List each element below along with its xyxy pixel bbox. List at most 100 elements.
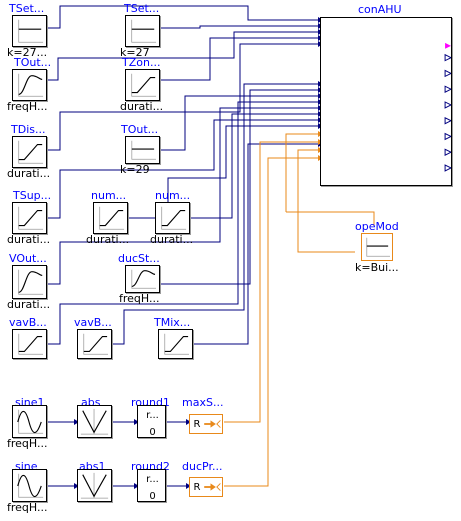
source-block-tdis[interactable] bbox=[12, 136, 47, 168]
block-parameter: durati... bbox=[7, 167, 51, 180]
source-block-vav1[interactable] bbox=[12, 329, 47, 359]
abs1-block[interactable] bbox=[77, 469, 112, 502]
constant-icon bbox=[18, 19, 44, 43]
converter-glyph: R bbox=[193, 482, 201, 493]
wire-ducpr-int bbox=[224, 157, 318, 487]
wire-vav2 bbox=[112, 83, 318, 345]
round2-block[interactable]: r... 0 bbox=[137, 469, 166, 502]
maxs-converter-block[interactable]: R bbox=[189, 414, 223, 434]
wire-orange-opemod-top bbox=[286, 211, 375, 226]
block-name: TSet... bbox=[124, 2, 160, 15]
round-body-text: r... bbox=[146, 474, 159, 485]
source-block-ducst[interactable] bbox=[125, 265, 160, 293]
block-parameter: freqH... bbox=[7, 100, 48, 113]
ramp-icon bbox=[161, 206, 187, 230]
sine1-block[interactable] bbox=[12, 405, 47, 438]
wire-maxs-int bbox=[224, 141, 318, 423]
block-parameter: freqH... bbox=[119, 292, 160, 305]
round1-block[interactable]: r... 0 bbox=[137, 405, 166, 438]
wire-tsup bbox=[47, 119, 318, 219]
wire-num2 bbox=[190, 113, 318, 219]
sine-wave-icon bbox=[17, 473, 44, 498]
controller-ports bbox=[444, 42, 451, 172]
block-name: TDis... bbox=[11, 123, 46, 136]
block-name: ducSt... bbox=[118, 252, 160, 265]
ramp-icon bbox=[18, 206, 44, 230]
source-block-tsup[interactable] bbox=[12, 202, 47, 234]
source-block-tmix[interactable] bbox=[158, 329, 193, 359]
sine-curve-icon bbox=[18, 73, 44, 97]
round-value-text: 0 bbox=[149, 427, 156, 438]
integer-constant-icon bbox=[366, 237, 390, 257]
sine-block[interactable] bbox=[12, 469, 47, 502]
block-name: num... bbox=[91, 189, 127, 202]
wire-tmix bbox=[193, 143, 318, 345]
ducpr-converter-block[interactable]: R bbox=[189, 477, 223, 497]
block-parameter: durati... bbox=[150, 233, 194, 246]
block-parameter: k=Bui... bbox=[355, 261, 399, 274]
wire-ducst bbox=[160, 89, 318, 285]
convert-arrow-icon bbox=[204, 483, 221, 491]
ramp-icon bbox=[99, 206, 125, 230]
wire-tout1 bbox=[47, 31, 318, 81]
wire-opemod bbox=[297, 149, 355, 253]
source-block-vav2[interactable] bbox=[77, 329, 112, 359]
ramp-icon bbox=[131, 73, 157, 97]
block-name: TMix... bbox=[154, 316, 191, 329]
source-block-num2[interactable] bbox=[155, 202, 190, 234]
block-name: TOut... bbox=[121, 123, 159, 136]
block-name: TSup... bbox=[13, 189, 52, 202]
block-parameter: k=27... bbox=[7, 46, 48, 59]
wire-vav1 bbox=[47, 101, 318, 345]
bool-output-port bbox=[445, 42, 451, 49]
source-block-vout[interactable] bbox=[12, 265, 47, 299]
abs-block[interactable] bbox=[77, 405, 112, 438]
sine-curve-icon bbox=[18, 269, 44, 295]
wire-zon bbox=[160, 37, 318, 81]
abs-icon bbox=[80, 408, 109, 435]
wire-tdis bbox=[47, 43, 318, 151]
wire-vout bbox=[47, 107, 318, 285]
block-parameter: durati... bbox=[86, 233, 130, 246]
ramp-icon bbox=[83, 333, 109, 355]
block-parameter: k=27 bbox=[120, 46, 150, 59]
block-name: ducPr... bbox=[182, 460, 223, 473]
source-block-tout2[interactable] bbox=[125, 136, 160, 164]
ramp-icon bbox=[18, 333, 44, 355]
block-parameter: durati... bbox=[120, 100, 164, 113]
controller-block[interactable] bbox=[320, 17, 452, 186]
block-name: TSet... bbox=[9, 2, 45, 15]
block-name: TOut... bbox=[14, 56, 52, 69]
source-block-zon[interactable] bbox=[125, 69, 160, 101]
abs-icon bbox=[80, 472, 109, 499]
sine-wave-icon bbox=[17, 409, 44, 434]
block-name: vavB... bbox=[74, 316, 112, 329]
constant-icon bbox=[131, 19, 157, 43]
block-parameter: durati... bbox=[7, 298, 51, 311]
block-parameter: k=29 bbox=[120, 163, 150, 176]
convert-arrow-icon bbox=[204, 420, 221, 428]
converter-glyph: R bbox=[193, 419, 201, 430]
block-name: maxS... bbox=[182, 396, 224, 409]
block-name: num... bbox=[155, 189, 191, 202]
source-block-tset1[interactable] bbox=[12, 15, 47, 47]
wire-tout2 bbox=[160, 95, 318, 151]
source-block-tout1[interactable] bbox=[12, 69, 47, 101]
block-name: TZon... bbox=[122, 56, 161, 69]
block-name: vavB... bbox=[9, 316, 47, 329]
block-name: opeMod bbox=[355, 220, 399, 233]
ramp-icon bbox=[18, 140, 44, 164]
block-name: VOut... bbox=[9, 252, 47, 265]
controller-name: conAHU bbox=[358, 3, 402, 16]
round-body-text: r... bbox=[146, 410, 159, 421]
round-value-text: 0 bbox=[149, 491, 156, 502]
wire-tset1 bbox=[47, 5, 318, 29]
constant-icon bbox=[131, 140, 156, 160]
wire-orange-bus bbox=[285, 133, 318, 212]
source-block-tset2[interactable] bbox=[125, 15, 160, 47]
opemod-block[interactable] bbox=[361, 233, 393, 261]
wire-tset2 bbox=[160, 25, 318, 29]
source-block-num1[interactable] bbox=[93, 202, 128, 234]
